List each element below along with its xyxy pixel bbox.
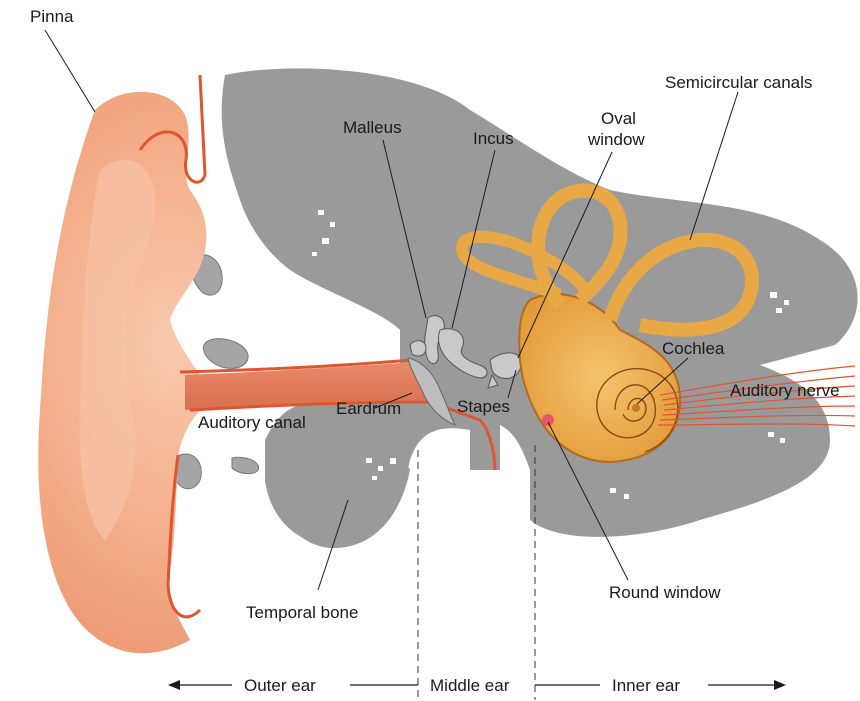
left-arrowhead-icon (168, 680, 180, 690)
temporal-bone-lower (270, 443, 410, 548)
incus-label: Incus (473, 129, 514, 148)
bone-fragment-2 (203, 339, 248, 369)
right-arrowhead-icon (774, 680, 786, 690)
auditory-nerve-label: Auditory nerve (730, 381, 840, 400)
auditory-canal-label: Auditory canal (198, 413, 306, 432)
cochlea-center (632, 404, 640, 412)
pinna-label: Pinna (30, 7, 74, 26)
cochlea-label: Cochlea (662, 339, 725, 358)
bone-fragment-4 (232, 457, 259, 473)
oval-window-label-line1: Oval (601, 109, 636, 128)
temporal-bone-label: Temporal bone (246, 603, 358, 622)
round-window-label: Round window (609, 583, 721, 602)
eardrum-label: Eardrum (336, 399, 401, 418)
outer-ear-label: Outer ear (244, 676, 316, 695)
semicircular-canals-label: Semicircular canals (665, 73, 812, 92)
inner-ear-label: Inner ear (612, 676, 680, 695)
middle-ear-label: Middle ear (430, 676, 510, 695)
oval-window-label-line2: window (587, 130, 645, 149)
round-window-mark (542, 414, 554, 426)
malleus-label: Malleus (343, 118, 402, 137)
stapes-shape (490, 353, 521, 379)
stapes-label: Stapes (457, 397, 510, 416)
region-axis: Outer ear Middle ear Inner ear (168, 676, 786, 695)
